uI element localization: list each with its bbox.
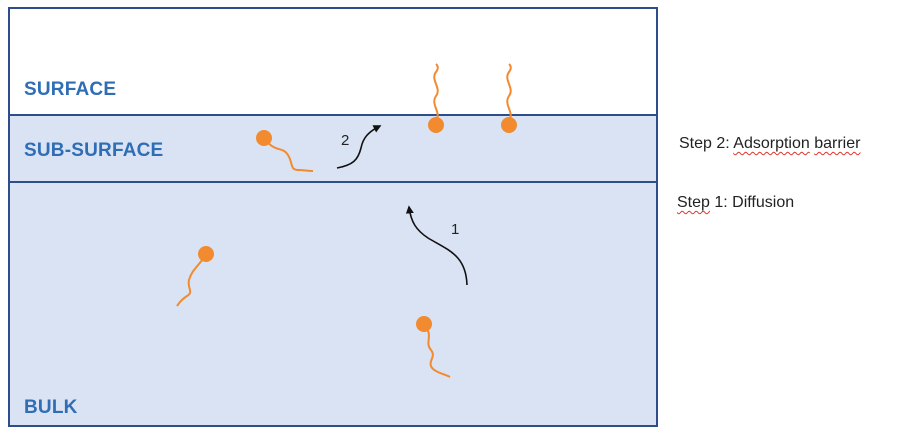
adsorbed-molecule-1 xyxy=(428,63,444,133)
step1-arrow xyxy=(405,205,468,286)
subsurface-region xyxy=(9,115,657,182)
bulk-region xyxy=(9,182,657,426)
subsurface-label: SUB-SURFACE xyxy=(24,140,164,161)
step1-label: Step 1: Diffusion xyxy=(677,194,795,211)
step2-label: Step 2: Adsorption barrier xyxy=(679,135,861,152)
bulk-molecule-1 xyxy=(176,246,214,307)
surface-label: SURFACE xyxy=(24,79,117,100)
adsorbed-molecule-2 xyxy=(501,63,517,133)
surface-region xyxy=(9,8,657,115)
step1-arrow-number: 1 xyxy=(451,221,460,238)
step2-arrow-number: 2 xyxy=(341,132,350,149)
diagram-border xyxy=(8,7,658,427)
bulk-molecule-2 xyxy=(416,316,451,378)
step2-arrow xyxy=(336,125,382,169)
bulk-label: BULK xyxy=(24,397,78,418)
subsurface-molecule xyxy=(256,130,314,172)
